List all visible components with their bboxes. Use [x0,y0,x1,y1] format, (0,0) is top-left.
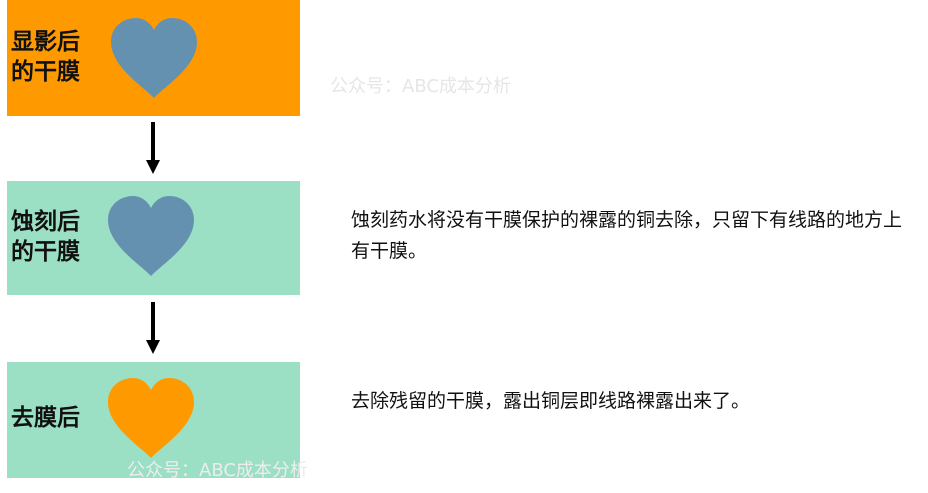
heart-shape [111,18,197,98]
down-arrow-icon [146,122,160,174]
step-label-etch: 蚀刻后 的干膜 [11,209,80,265]
etch-description: 蚀刻药水将没有干膜保护的裸露的铜去除，只留下有线路的地方上有干膜。 [351,209,903,262]
arrow-shaft [151,302,155,342]
heart-icon-etch [108,196,194,276]
heart-shape [108,196,194,276]
step-label-develop: 显影后 的干膜 [11,29,80,85]
watermark-top: 公众号：ABC成本分析 [330,76,511,97]
heart-icon-develop [111,18,197,98]
watermark-bottom: 公众号：ABC成本分析 [127,460,308,481]
arrow-shaft [151,122,155,162]
strip-description: 去除残留的干膜，露出铜层即线路裸露出来了。 [351,390,751,412]
step-label-strip: 去膜后 [11,405,80,431]
heart-icon-strip [108,378,194,458]
arrow-head [146,340,160,354]
arrow-head [146,160,160,174]
down-arrow-icon [146,302,160,354]
heart-shape [108,378,194,458]
